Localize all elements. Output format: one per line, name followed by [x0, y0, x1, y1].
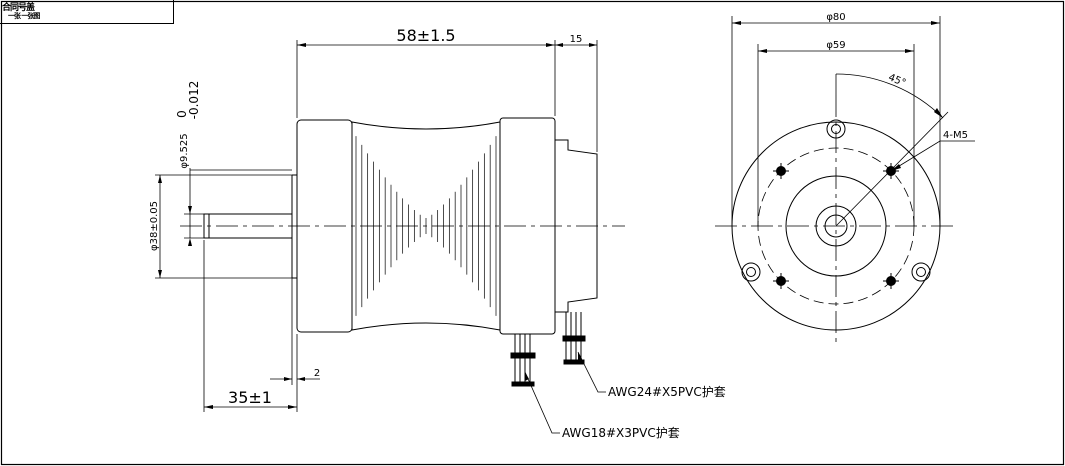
rear-connector-housing	[555, 139, 598, 313]
thread-spec-label: 4-M5	[943, 130, 968, 141]
title-stamp-line1: 合同号盖	[2, 3, 35, 13]
rear-end-cap	[499, 117, 556, 335]
side-dimensions	[155, 40, 598, 412]
front-dimensions	[731, 16, 975, 227]
thread-hole-tl	[773, 163, 789, 179]
front-view	[715, 95, 958, 346]
shaft-end	[824, 214, 848, 238]
bolt-circle-label: φ59	[826, 40, 845, 51]
side-view	[180, 117, 625, 387]
shaft-diameter-label: φ9.525	[179, 133, 190, 168]
hole-angle-label: 45°	[887, 72, 908, 89]
outer-diameter-label: φ80	[826, 12, 845, 23]
title-stamp-line2: 一张 一张图	[8, 12, 40, 20]
shaft-length-label: 35±1	[228, 388, 272, 407]
title-stamp: 合同号盖 一张 一张图	[0, 0, 174, 24]
leader-arrowheads	[525, 352, 582, 381]
wire-leaders	[524, 351, 606, 434]
signal-lead-bundle	[562, 312, 586, 365]
side-arrowheads	[158, 43, 597, 409]
shaft-tolerance-lower: -0.012	[187, 81, 201, 120]
mounting-lug-left	[741, 262, 761, 282]
power-wire-label: AWG18#X3PVC护套	[562, 426, 680, 440]
cooling-fins	[355, 136, 497, 316]
pilot-diameter-label: φ38±0.05	[149, 201, 160, 251]
signal-wire-label: AWG24#X5PVC护套	[608, 385, 726, 399]
cap-length-label: 15	[570, 34, 583, 45]
shaft-tolerance-upper: 0	[175, 110, 189, 118]
motor-shaft	[203, 213, 293, 239]
front-arrowheads	[732, 21, 943, 171]
flange-step-label: 2	[314, 368, 320, 379]
bearing-ring	[815, 205, 857, 247]
power-lead-bundle	[510, 334, 536, 387]
thread-hole-br	[883, 273, 899, 289]
body-length-label: 58±1.5	[396, 26, 455, 45]
mounting-lug-top	[826, 119, 846, 139]
pilot-boss	[785, 175, 887, 277]
mounting-lug-right	[911, 262, 931, 282]
thread-hole-bl	[773, 273, 789, 289]
